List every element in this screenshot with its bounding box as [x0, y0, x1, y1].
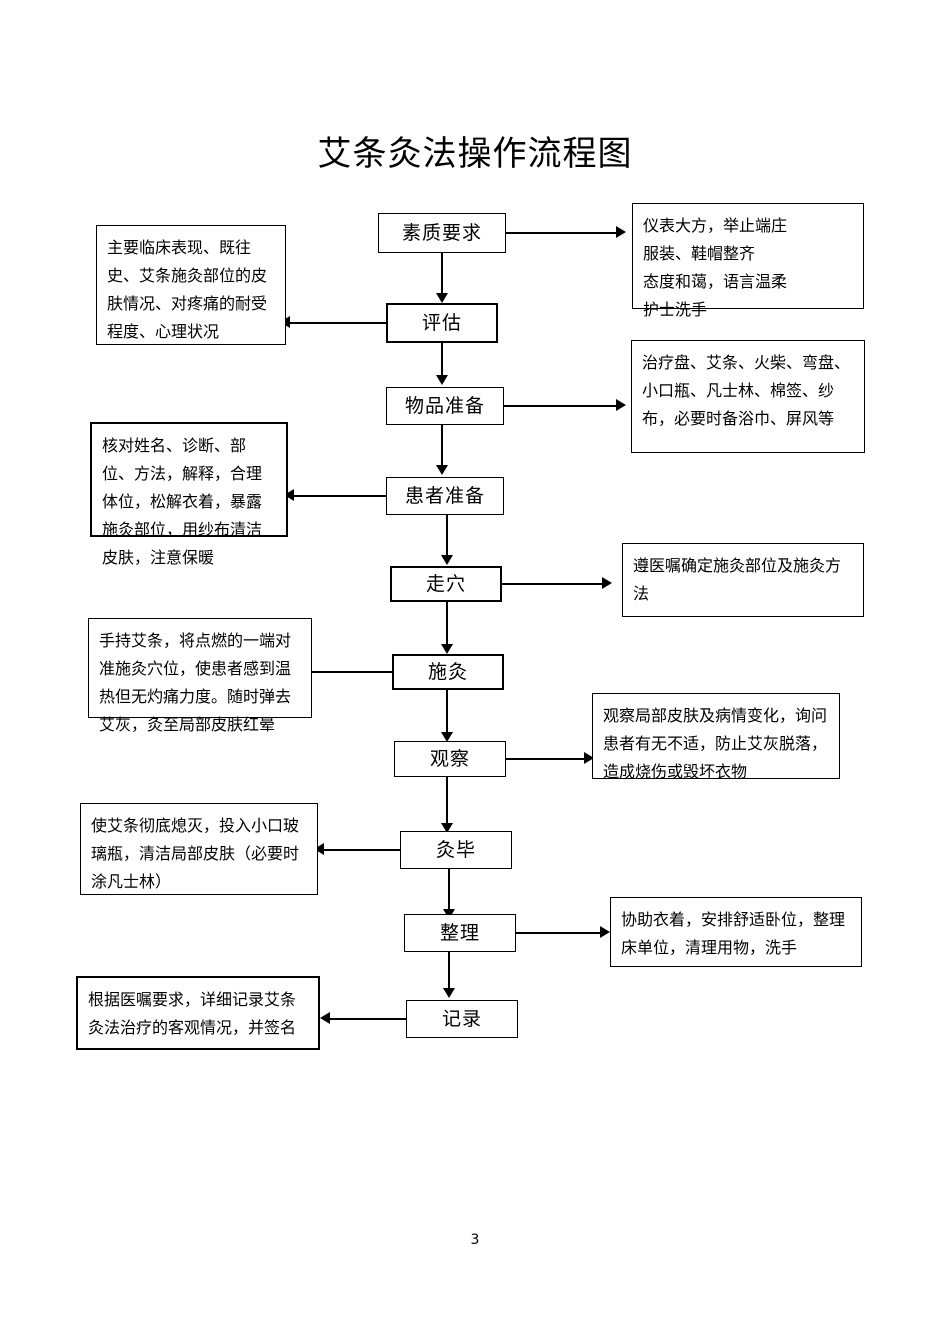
flow-node-label: 物品准备: [404, 395, 485, 417]
connector-record-to-detail: [330, 1018, 406, 1020]
arrow-down-icon: [441, 555, 453, 565]
annotation-patient-detail: 核对姓名、诊断、部位、方法，解释，合理体位，松解衣着，暴露施灸部位，用纱布清洁皮…: [90, 422, 288, 567]
arrow-down-icon: [441, 823, 453, 833]
annotation-text: 根据医嘱要求，详细记录艾条灸法治疗的客观情况，并签名: [88, 990, 297, 1037]
arrow-down-icon: [441, 644, 453, 654]
connector-patient-to-detail: [294, 495, 386, 497]
connector-quality-to-assess: [441, 253, 443, 297]
connector-finish-to-detail: [324, 849, 400, 851]
flow-node-label: 施灸: [427, 661, 468, 683]
flow-node-quality[interactable]: 素质要求: [378, 213, 506, 253]
arrow-right-icon: [584, 752, 594, 764]
connector-tidy-to-detail: [516, 932, 600, 934]
flow-node-supplies[interactable]: 物品准备: [386, 387, 504, 425]
connector-observe-to-detail: [506, 758, 584, 760]
annotation-text: 观察局部皮肤及病情变化，询问患者有无不适，防止艾灰脱落，造成烧伤或毁坏衣物: [603, 706, 828, 781]
arrow-left-icon: [320, 1012, 330, 1024]
flow-node-label: 记录: [441, 1008, 482, 1030]
annotation-text: 主要临床表现、既往史、艾条施灸部位的皮肤情况、对疼痛的耐受程度、心理状况: [107, 238, 268, 341]
connector-moxa-to-observe: [446, 690, 448, 736]
flow-node-label: 整理: [439, 922, 480, 944]
connector-supplies-to-detail: [504, 405, 616, 407]
connector-quality-to-detail: [506, 232, 616, 234]
annotation-acupoint-detail: 遵医嘱确定施灸部位及施灸方法: [622, 543, 864, 617]
flow-node-label: 观察: [429, 748, 470, 770]
annotation-text: 治疗盘、艾条、火柴、弯盘、小口瓶、凡士林、棉签、纱布，必要时备浴巾、屏风等: [642, 353, 851, 428]
page-number: 3: [470, 1232, 480, 1248]
annotation-text: 使艾条彻底熄灭，投入小口玻璃瓶，清洁局部皮肤（必要时涂凡士林）: [91, 816, 300, 891]
arrow-left-icon: [284, 489, 294, 501]
annotation-quality-detail: 仪表大方，举止端庄 服装、鞋帽整齐 态度和蔼，语言温柔 护士洗手: [632, 203, 864, 319]
annotation-supplies-detail: 治疗盘、艾条、火柴、弯盘、小口瓶、凡士林、棉签、纱布，必要时备浴巾、屏风等: [631, 340, 865, 453]
arrow-right-icon: [616, 226, 626, 238]
connector-acupoint-to-moxa: [446, 602, 448, 648]
flow-node-label: 走穴: [425, 573, 466, 595]
annotation-moxa-detail: 手持艾条，将点燃的一端对准施灸穴位，使患者感到温热但无灼痛力度。随时弹去艾灰，灸…: [88, 618, 312, 734]
connector-observe-to-finish: [446, 777, 448, 827]
flow-node-record[interactable]: 记录: [406, 1000, 518, 1038]
arrow-down-icon: [436, 293, 448, 303]
connector-supplies-to-patient: [441, 425, 443, 469]
connector-assess-to-supplies: [441, 343, 443, 379]
arrow-down-icon: [441, 732, 453, 742]
annotation-record-detail: 根据医嘱要求，详细记录艾条灸法治疗的客观情况，并签名: [76, 976, 320, 1050]
page-title: 艾条灸法操作流程图: [317, 134, 633, 174]
annotation-observe-detail: 观察局部皮肤及病情变化，询问患者有无不适，防止艾灰脱落，造成烧伤或毁坏衣物: [592, 693, 840, 781]
connector-moxa-to-detail: [312, 671, 392, 673]
annotation-text: 仪表大方，举止端庄 服装、鞋帽整齐 态度和蔼，语言温柔 护士洗手: [643, 216, 788, 319]
connector-finish-to-tidy: [448, 869, 450, 913]
flow-node-tidy[interactable]: 整理: [404, 914, 516, 952]
connector-tidy-to-record: [448, 952, 450, 996]
annotation-text: 遵医嘱确定施灸部位及施灸方法: [633, 556, 842, 603]
arrow-down-icon: [436, 465, 448, 475]
arrow-down-icon: [436, 375, 448, 385]
annotation-finish-detail: 使艾条彻底熄灭，投入小口玻璃瓶，清洁局部皮肤（必要时涂凡士林）: [80, 803, 318, 895]
annotation-text: 协助衣着，安排舒适卧位，整理床单位，清理用物，洗手: [621, 910, 846, 957]
flow-node-observe[interactable]: 观察: [394, 741, 506, 777]
arrow-right-icon: [600, 926, 610, 938]
connector-assess-to-detail: [290, 322, 386, 324]
annotation-tidy-detail: 协助衣着，安排舒适卧位，整理床单位，清理用物，洗手: [610, 897, 862, 967]
annotation-text: 手持艾条，将点燃的一端对准施灸穴位，使患者感到温热但无灼痛力度。随时弹去艾灰，灸…: [99, 631, 292, 734]
arrow-right-icon: [616, 399, 626, 411]
arrow-right-icon: [602, 577, 612, 589]
flow-node-assess[interactable]: 评估: [386, 303, 498, 343]
flow-node-label: 患者准备: [404, 485, 485, 507]
flow-node-label: 素质要求: [401, 222, 482, 244]
flow-node-finish[interactable]: 灸毕: [400, 831, 512, 869]
flow-node-patient[interactable]: 患者准备: [386, 477, 504, 515]
flow-node-moxa[interactable]: 施灸: [392, 654, 504, 690]
connector-patient-to-acupoint: [446, 515, 448, 559]
arrow-left-icon: [314, 843, 324, 855]
connector-acupoint-to-detail: [502, 583, 602, 585]
flow-node-label: 评估: [421, 312, 462, 334]
flow-node-acupoint[interactable]: 走穴: [390, 566, 502, 602]
flow-node-label: 灸毕: [435, 839, 476, 861]
arrow-down-icon: [443, 988, 455, 998]
annotation-assess-detail: 主要临床表现、既往史、艾条施灸部位的皮肤情况、对疼痛的耐受程度、心理状况: [96, 225, 286, 345]
annotation-text: 核对姓名、诊断、部位、方法，解释，合理体位，松解衣着，暴露施灸部位，用纱布清洁皮…: [102, 436, 263, 567]
